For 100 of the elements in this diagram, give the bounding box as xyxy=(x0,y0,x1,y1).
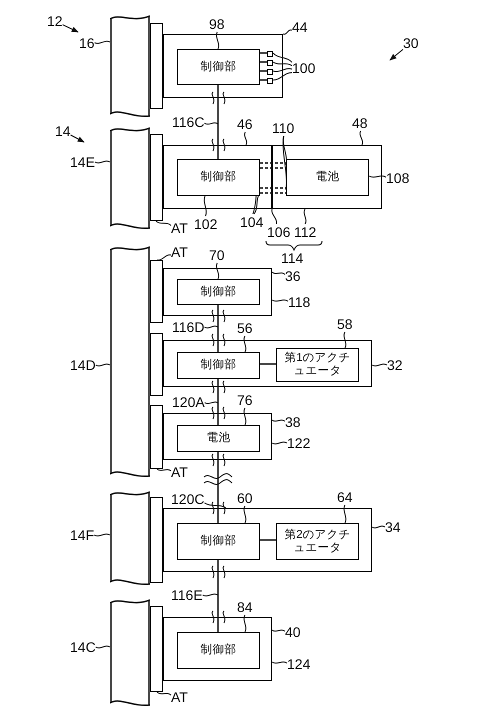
leader-line xyxy=(204,122,218,125)
leader-line xyxy=(254,192,260,214)
terminal-square xyxy=(267,51,273,57)
reference-numeral: 30 xyxy=(403,35,419,51)
leader-line xyxy=(272,300,288,302)
leader-line xyxy=(204,196,207,216)
reference-numeral: 58 xyxy=(337,316,353,332)
reference-numeral: 70 xyxy=(209,247,225,263)
leader-line xyxy=(360,130,364,146)
reference-numeral: AT xyxy=(171,244,188,260)
reference-numeral: 98 xyxy=(209,16,225,32)
leader-line xyxy=(272,72,292,80)
terminal-square xyxy=(267,60,273,66)
leader-line xyxy=(94,534,110,536)
leader-line xyxy=(94,160,110,164)
reference-numeral: 56 xyxy=(237,320,253,336)
leader-line xyxy=(244,408,246,426)
reference-numeral: 14C xyxy=(70,639,96,655)
wire xyxy=(260,61,267,63)
reference-numeral: 106 xyxy=(267,224,290,240)
leader-line xyxy=(368,176,386,178)
reference-numeral: 112 xyxy=(294,224,316,240)
leader-line xyxy=(204,326,218,328)
reference-numeral: 120A xyxy=(172,394,205,410)
wire xyxy=(260,52,267,54)
leader-line xyxy=(272,420,286,422)
leader-line xyxy=(271,208,278,224)
leader-line xyxy=(156,692,172,696)
reference-numeral: 38 xyxy=(285,414,301,430)
leader-line xyxy=(272,442,288,444)
leader-line xyxy=(344,504,346,524)
leader-line xyxy=(204,502,226,508)
mount-plate xyxy=(150,333,163,396)
leader-line xyxy=(272,52,292,63)
leader-line xyxy=(244,614,246,632)
leader-line xyxy=(204,402,218,404)
mount-plate xyxy=(150,497,163,583)
pointer-arrow xyxy=(70,134,85,142)
control-unit-box: 制御部 xyxy=(177,49,260,85)
terminal-square xyxy=(267,78,273,84)
leader-line xyxy=(156,468,172,472)
leader-line xyxy=(304,208,306,224)
housing-box xyxy=(163,145,272,209)
control-unit-box: 制御部 xyxy=(177,352,260,379)
reference-numeral: 14 xyxy=(55,123,71,139)
leader-line xyxy=(244,336,246,352)
housing-box xyxy=(163,413,272,460)
wire xyxy=(217,379,219,425)
reference-numeral: 76 xyxy=(237,392,253,408)
leader-line xyxy=(272,630,286,632)
reference-numeral: 84 xyxy=(237,599,253,615)
leader-line xyxy=(95,364,110,366)
control-unit-box: 制御部 xyxy=(177,523,260,560)
reference-numeral: 116C xyxy=(172,114,204,130)
battery-box: 電池 xyxy=(286,159,369,196)
wire xyxy=(260,70,267,72)
leader-line xyxy=(272,662,288,664)
wire xyxy=(260,363,276,365)
reference-numeral: 120C xyxy=(171,491,204,507)
leader-line xyxy=(282,136,287,166)
reference-numeral: 116D xyxy=(172,319,204,335)
wire xyxy=(217,305,219,352)
leader-line xyxy=(372,526,386,528)
mount-plate xyxy=(150,134,163,221)
leader-line xyxy=(344,332,346,348)
wire xyxy=(260,539,276,541)
actuator-box: 第2のアクチュエータ xyxy=(276,523,359,560)
leader-line xyxy=(282,30,292,35)
leader-line xyxy=(156,220,172,226)
leader-line xyxy=(95,646,110,648)
reference-numeral: 14F xyxy=(70,527,94,543)
reference-numeral: AT xyxy=(171,689,188,705)
reference-numeral: 34 xyxy=(385,519,401,535)
reference-numeral: 36 xyxy=(285,268,301,284)
leader-line xyxy=(272,68,292,72)
leader-line xyxy=(244,132,248,146)
dashed-connector xyxy=(259,162,287,169)
reference-numeral: 122 xyxy=(287,435,310,451)
reference-numeral: 124 xyxy=(287,656,310,672)
reference-numeral: 114 xyxy=(281,250,304,266)
housing-box xyxy=(163,340,372,387)
control-unit-box: 制御部 xyxy=(177,159,260,196)
leader-line xyxy=(272,62,292,66)
frame-strip xyxy=(110,125,150,232)
reference-numeral: 118 xyxy=(288,294,310,310)
reference-numeral: 44 xyxy=(292,19,308,35)
leader-line xyxy=(156,254,172,261)
reference-numeral: 16 xyxy=(79,35,95,51)
reference-numeral: 48 xyxy=(352,115,368,131)
leader-line xyxy=(216,32,220,50)
wire xyxy=(217,85,219,159)
reference-numeral: AT xyxy=(171,464,188,480)
leader-line xyxy=(272,272,286,275)
housing-box xyxy=(163,617,272,681)
reference-numeral: 32 xyxy=(387,357,403,373)
mount-plate xyxy=(150,260,163,323)
leader-line xyxy=(216,262,220,280)
frame-strip xyxy=(110,489,150,588)
reference-numeral: 46 xyxy=(237,116,253,132)
leader-line xyxy=(94,40,110,44)
